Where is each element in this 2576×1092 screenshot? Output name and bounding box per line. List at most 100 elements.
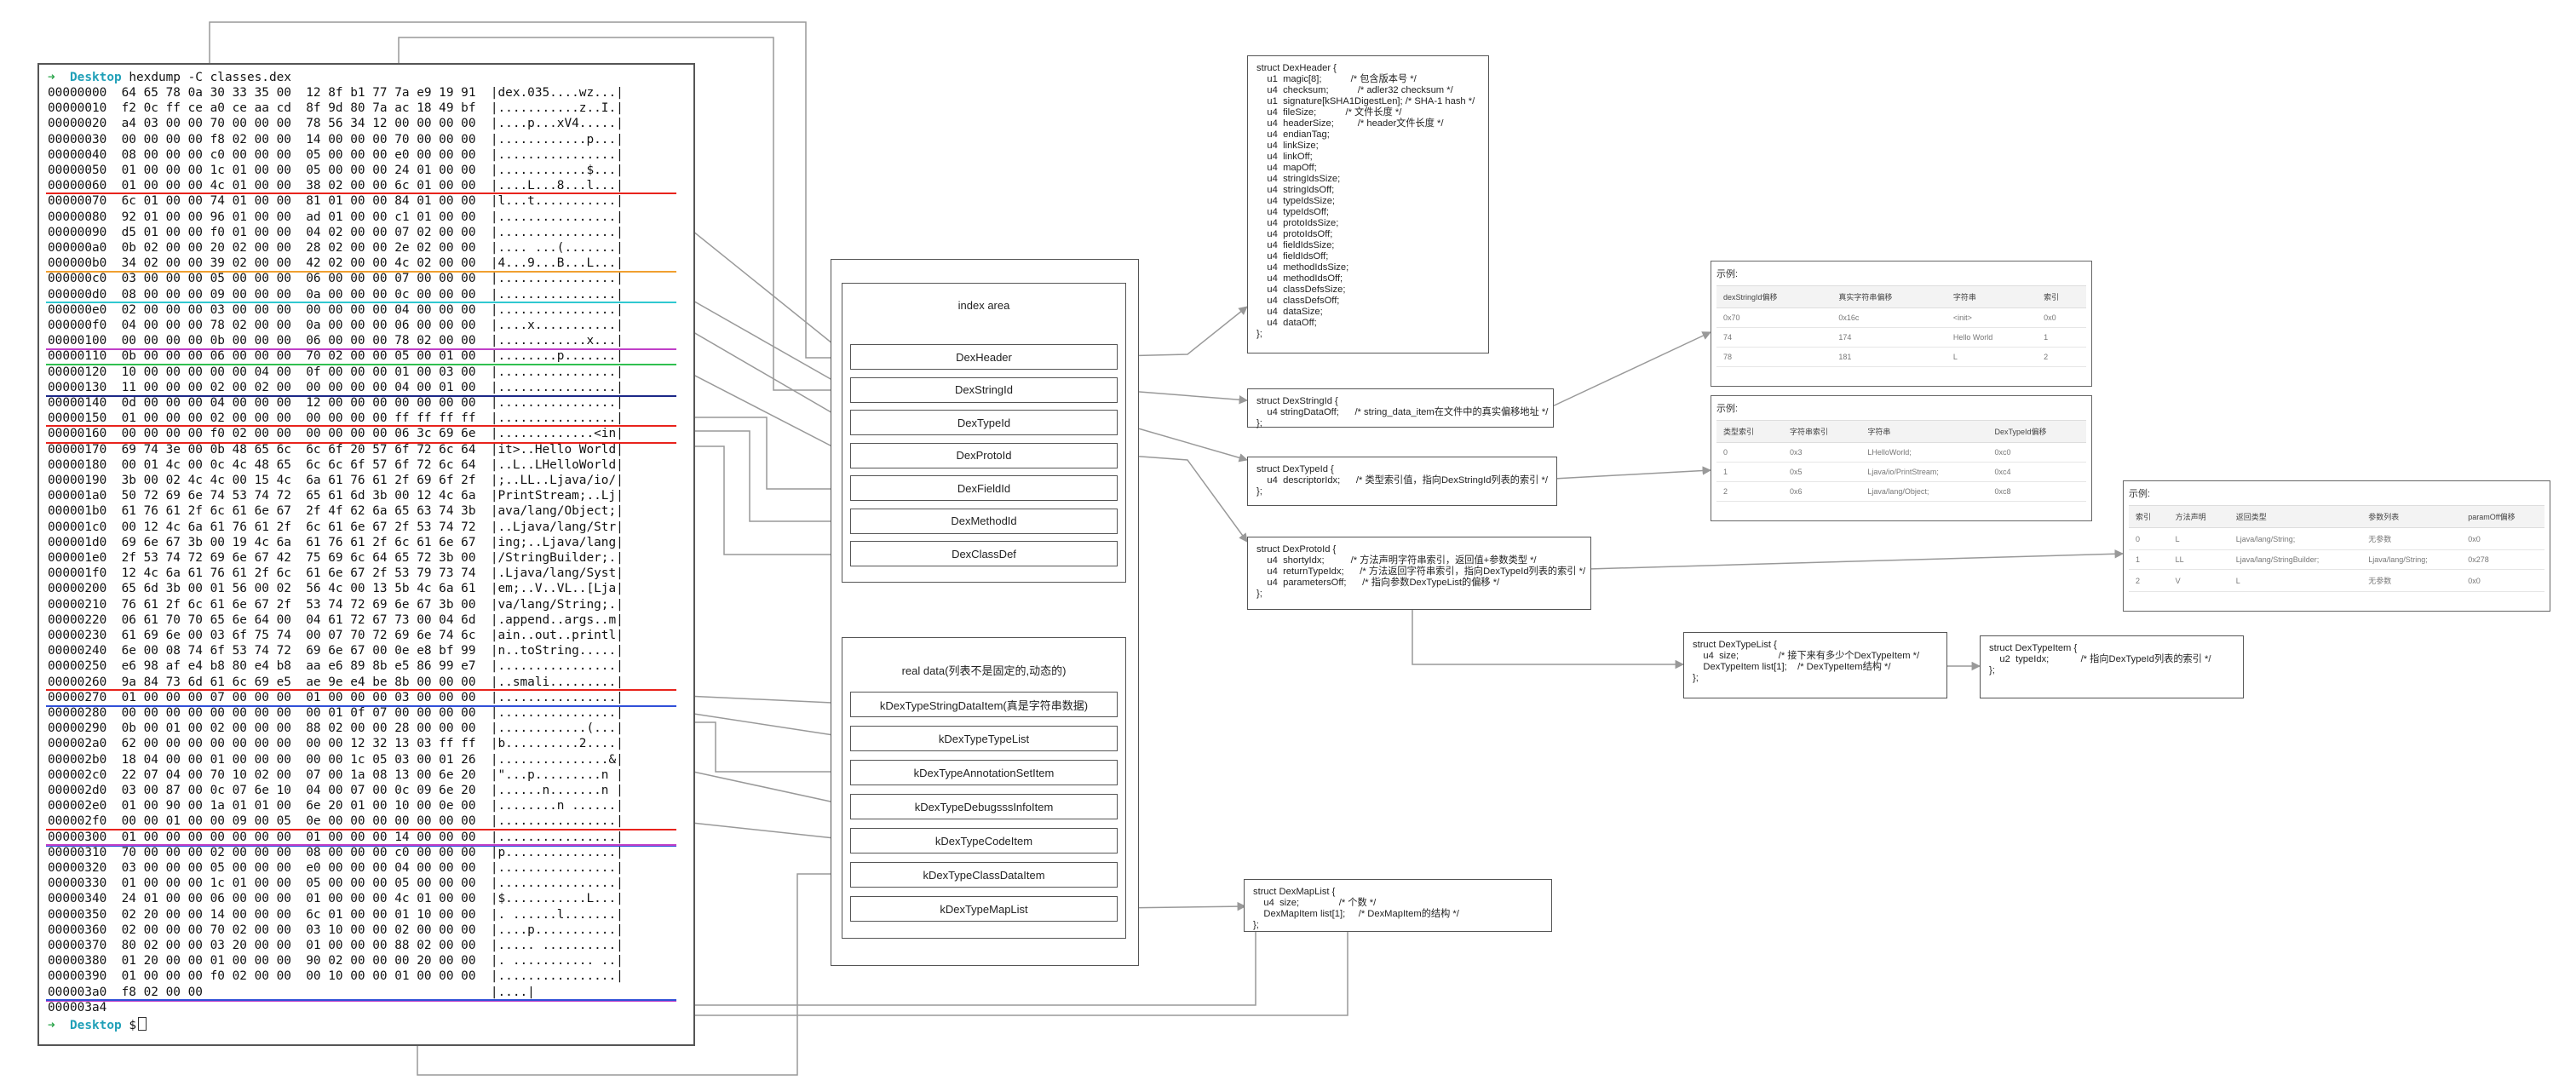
table-cell: LHelloWorld;: [1860, 442, 1988, 463]
data-item-5[interactable]: kDexTypeCodeItem: [850, 828, 1118, 853]
hex-range-marker: [46, 998, 676, 1001]
wire-maplist-hex-1: [639, 911, 1256, 1010]
data-item-4[interactable]: kDexTypeDebugsssInfoItem: [850, 794, 1118, 819]
hexdump-line: 00000010 f2 0c ff ce a0 ce aa cd 8f 9d 8…: [48, 101, 624, 116]
data-item-6[interactable]: kDexTypeClassDataItem: [850, 862, 1118, 888]
table-header-cell: DexTypeId偏移: [1987, 420, 2086, 443]
table-cell: 0x6: [1782, 481, 1861, 502]
hexdump-line: 000003a4: [48, 1000, 107, 1014]
table-header-cell: paramOff偏移: [2461, 505, 2544, 528]
table-cell: Ljava/lang/StringBuilder;: [2228, 549, 2362, 570]
hexdump-line: 000000d0 08 00 00 00 09 00 00 00 0a 00 0…: [48, 287, 624, 302]
table-cell: L: [2168, 527, 2229, 550]
data-area-title: real data(列表不是固定的,动态的): [901, 664, 1067, 677]
table-cell: 0x0: [2461, 569, 2544, 592]
table-cell: 0xc4: [1987, 462, 2086, 482]
table-cell: 0xc8: [1987, 481, 2086, 502]
table-cell: 0xc0: [1987, 442, 2086, 463]
index-item-dexmethodid[interactable]: DexMethodId: [850, 508, 1118, 534]
hexdump-line: 00000220 06 61 70 70 65 6e 64 00 04 61 7…: [48, 612, 624, 627]
table-cell: 174: [1831, 327, 1946, 348]
hexdump-line: 00000060 01 00 00 00 4c 01 00 00 38 02 0…: [48, 179, 624, 193]
hexdump-line: 00000320 03 00 00 00 05 00 00 00 e0 00 0…: [48, 861, 624, 875]
table-cell: 0x3: [1782, 442, 1861, 463]
wire-dextypeid-struct: [1117, 422, 1249, 463]
hexdump-line: 00000300 01 00 00 00 00 00 00 00 01 00 0…: [48, 830, 624, 844]
command-line: ➜ Desktop hexdump -C classes.dex: [48, 70, 291, 85]
data-item-2[interactable]: kDexTypeTypeList: [850, 726, 1118, 751]
index-item-dexheader[interactable]: DexHeader: [850, 344, 1118, 370]
hex-range-marker: [46, 843, 676, 846]
table-header-cell: 字符串: [1860, 420, 1988, 443]
data-item-1[interactable]: kDexTypeStringDataItem(真是字符串数据): [850, 692, 1118, 717]
data-item-7[interactable]: kDexTypeMapList: [850, 896, 1118, 922]
hexdump-line: 00000230 61 69 6e 00 03 6f 75 74 00 07 7…: [48, 629, 624, 642]
hex-range-marker: [46, 441, 676, 444]
struct-dextypeitem: struct DexTypeItem { u2 typeIdx; /* 指向De…: [1980, 635, 2244, 698]
hexdump-line: 00000130 11 00 00 00 02 00 02 00 00 00 0…: [48, 380, 624, 394]
wire-protoid-typelist: [1412, 591, 1685, 670]
hex-range-marker: [46, 828, 676, 830]
wire-dexprotoid-struct: [1117, 454, 1248, 543]
index-item-dexstringid[interactable]: DexStringId: [850, 376, 1118, 403]
hexdump-line: 000002e0 01 00 90 00 1a 01 01 00 6e 20 0…: [48, 799, 624, 813]
end-prompt-line[interactable]: ➜ Desktop $: [48, 1017, 147, 1033]
table-header-cell: 返回类型: [2228, 505, 2362, 528]
table-header-cell: 类型索引: [1716, 420, 1783, 443]
hexdump-line: 00000260 9a 84 73 6d 61 6c 69 e5 ae 9e e…: [48, 675, 624, 689]
hexdump-line: 00000370 80 02 00 00 03 20 00 00 01 00 0…: [48, 939, 624, 952]
hexdump-line: 000002f0 00 00 01 00 00 09 00 05 0e 00 0…: [48, 814, 624, 829]
hex-range-marker: [46, 193, 676, 195]
struct-dextypelist: struct DexTypeList { u4 size; /* 接下来有多少个…: [1683, 632, 1947, 698]
hex-range-marker: [46, 688, 676, 691]
hexdump-line: 00000340 24 01 00 00 06 00 00 00 01 00 0…: [48, 892, 624, 906]
index-item-dextypeid[interactable]: DexTypeId: [850, 410, 1118, 435]
table-cell: 0x5: [1782, 462, 1861, 482]
wire-protoid-example: [1587, 549, 2125, 570]
prompt-directory: Desktop: [70, 71, 122, 84]
table-cell: Ljava/lang/String;: [2228, 527, 2362, 550]
table-cell: 2: [2129, 569, 2169, 592]
table-cell: 0x0: [2037, 307, 2086, 328]
table-header-cell: 方法声明: [2168, 505, 2229, 528]
wire-typeid-example: [1553, 466, 1712, 480]
index-item-dexprotoid[interactable]: DexProtoId: [850, 442, 1118, 468]
hexdump-line: 00000160 00 00 00 00 f0 02 00 00 00 00 0…: [48, 427, 624, 441]
data-item-3[interactable]: kDexTypeAnnotationSetItem: [850, 760, 1118, 785]
wire-dexmethodid-hex: [641, 430, 850, 522]
table-cell: 181: [1831, 347, 1946, 367]
table-header-cell: 字符串: [1946, 285, 2038, 308]
hexdump-line: 00000100 00 00 00 00 0b 00 00 00 06 00 0…: [48, 334, 624, 348]
example-title: 示例:: [2129, 489, 2151, 499]
wire-dexheader-struct: [1117, 306, 1248, 357]
wire-maplist-hex-2: [639, 917, 1348, 1020]
hex-range-marker: [46, 395, 676, 397]
index-item-dexfieldid[interactable]: DexFieldId: [850, 475, 1118, 501]
command-text: hexdump -C classes.dex: [129, 71, 291, 84]
terminal-window: ➜ Desktop hexdump -C classes.dex 0000000…: [37, 63, 695, 1046]
cursor: [138, 1017, 147, 1031]
hexdump-line: 00000080 92 01 00 00 96 01 00 00 ad 01 0…: [48, 210, 624, 224]
table-cell: Hello World: [1946, 327, 2038, 348]
table-cell: 1: [2129, 549, 2169, 570]
hexdump-line: 000000a0 0b 02 00 00 20 02 00 00 28 02 0…: [48, 241, 624, 255]
index-item-dexclassdef[interactable]: DexClassDef: [850, 541, 1118, 566]
table-cell: Ljava/lang/Object;: [1860, 481, 1988, 502]
hexdump-line: 000002c0 22 07 04 00 70 10 02 00 07 00 1…: [48, 767, 624, 782]
hex-range-marker: [46, 348, 676, 351]
struct-dexheader: struct DexHeader { u1 magic[8]; /* 包含版本号…: [1247, 55, 1489, 353]
hex-range-marker: [46, 301, 676, 303]
hexdump-line: 00000310 70 00 00 00 02 00 00 00 08 00 0…: [48, 845, 624, 859]
table-cell: LL: [2168, 549, 2229, 570]
table-header-cell: 真实字符串偏移: [1831, 285, 1946, 308]
hexdump-line: 000001e0 2f 53 74 72 69 6e 67 42 75 69 6…: [48, 551, 624, 565]
hexdump-line: 00000170 69 74 3e 00 0b 48 65 6c 6c 6f 2…: [48, 442, 624, 457]
data-area: real data(列表不是固定的,动态的): [842, 637, 1126, 939]
wire-classdata-hex: [417, 873, 850, 1076]
